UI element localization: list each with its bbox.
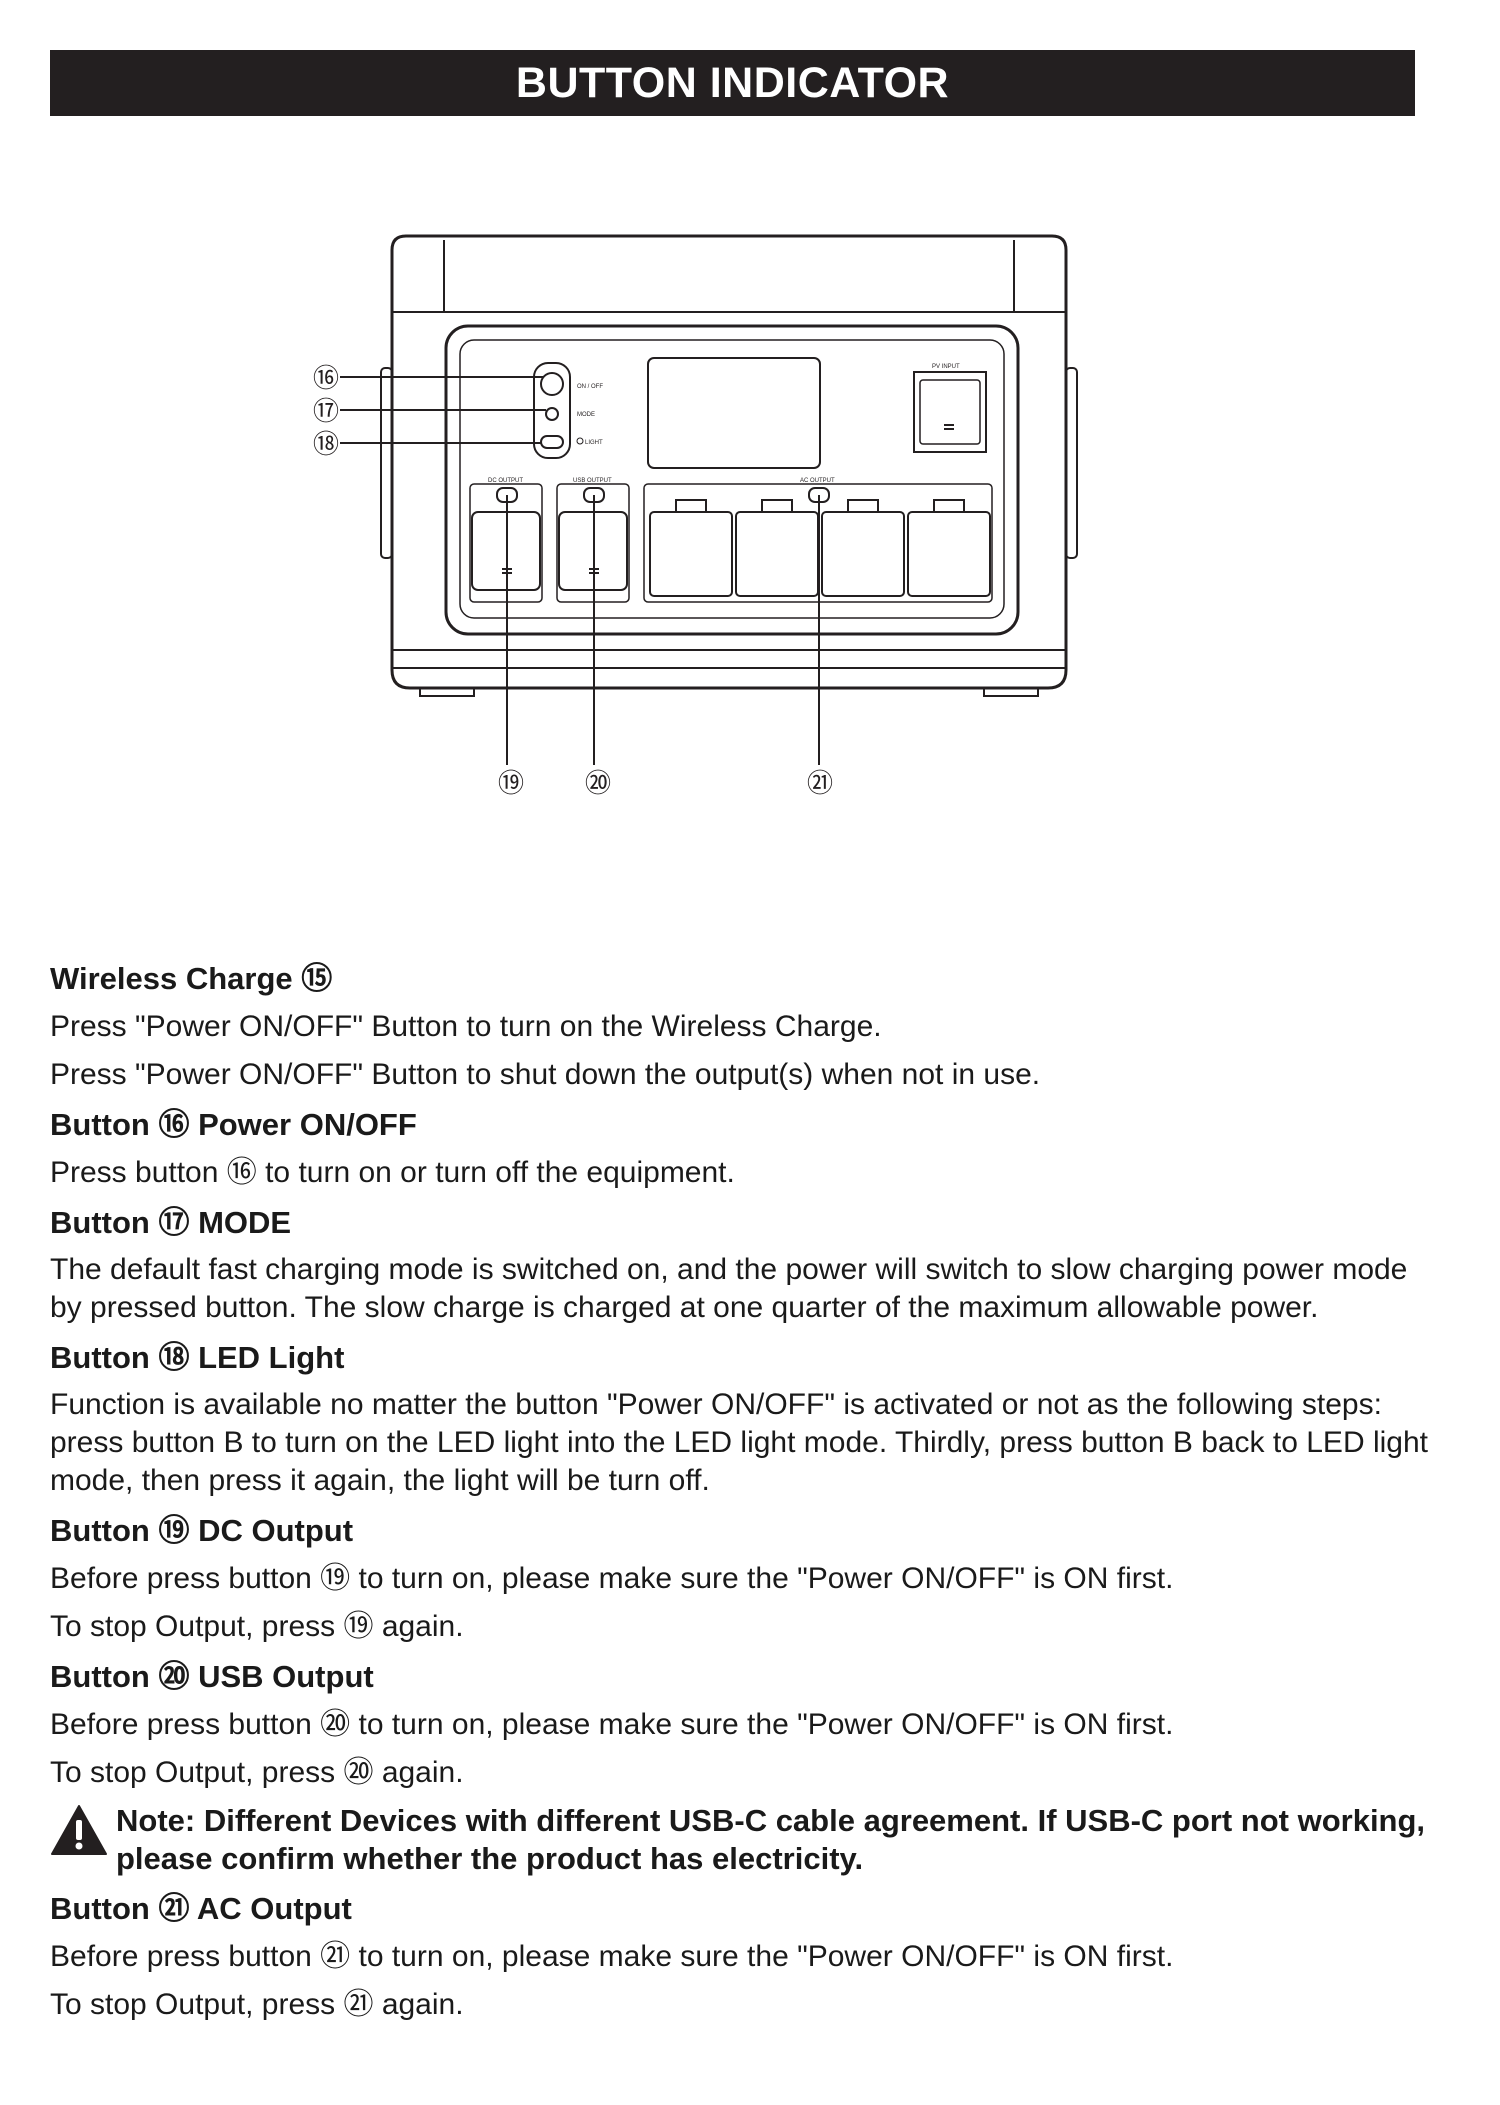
section-usb-output: Button ⑳ USB Output Before press button … xyxy=(50,1658,1440,1792)
section-paragraph: Function is available no matter the butt… xyxy=(50,1388,1428,1497)
section-line: Press button ⑯ to turn on or turn off th… xyxy=(50,1156,735,1189)
section-wireless-charge: Wireless Charge ⑮ Press "Power ON/OFF" B… xyxy=(50,960,1440,1094)
section-title: Button ⑳ USB Output xyxy=(50,1659,374,1694)
section-line: Press "Power ON/OFF" Button to shut down… xyxy=(50,1058,1041,1091)
usb-c-note: Note: Different Devices with different U… xyxy=(50,1802,1440,1878)
label-dc-output: DC OUTPUT xyxy=(488,478,523,484)
section-title: Button ⑱ LED Light xyxy=(50,1340,345,1375)
callout-18: ⑱ xyxy=(313,430,339,460)
section-led-button: Button ⑱ LED Light Function is available… xyxy=(50,1339,1440,1500)
section-line: To stop Output, press ㉑ again. xyxy=(50,1988,464,2021)
section-power-button: Button ⑯ Power ON/OFF Press button ⑯ to … xyxy=(50,1106,1440,1192)
section-title: Button ⑯ Power ON/OFF xyxy=(50,1107,417,1142)
section-line: Press "Power ON/OFF" Button to turn on t… xyxy=(50,1010,882,1043)
callout-16: ⑯ xyxy=(313,364,339,394)
callout-17: ⑰ xyxy=(313,397,339,427)
section-title: Button ㉑ AC Output xyxy=(50,1891,352,1926)
section-line: Before press button ⑲ to turn on, please… xyxy=(50,1562,1174,1595)
label-usb-output: USB OUTPUT xyxy=(573,478,612,484)
label-light: LIGHT xyxy=(585,440,603,446)
section-line: To stop Output, press ⑳ again. xyxy=(50,1756,464,1789)
callout-21: ㉑ xyxy=(807,769,833,799)
label-mode: MODE xyxy=(577,412,595,418)
power-station-diagram: ON / OFF MODE LIGHT PV INPUT DC OUTPUT U… xyxy=(313,234,1078,799)
section-dc-output: Button ⑲ DC Output Before press button ⑲… xyxy=(50,1512,1440,1646)
page-title: BUTTON INDICATOR xyxy=(50,50,1415,116)
callout-20: ⑳ xyxy=(585,769,611,799)
section-title: Wireless Charge ⑮ xyxy=(50,961,333,996)
section-title: Button ⑰ MODE xyxy=(50,1205,292,1240)
note-text: Note: Different Devices with different U… xyxy=(116,1803,1426,1876)
label-pv-input: PV INPUT xyxy=(932,364,960,370)
section-line: Before press button ㉑ to turn on, please… xyxy=(50,1940,1174,1973)
instructions: Wireless Charge ⑮ Press "Power ON/OFF" B… xyxy=(50,960,1440,2024)
label-ac-output: AC OUTPUT xyxy=(800,478,835,484)
section-title: Button ⑲ DC Output xyxy=(50,1513,354,1548)
section-paragraph: The default fast charging mode is switch… xyxy=(50,1253,1408,1324)
section-line: Before press button ⑳ to turn on, please… xyxy=(50,1708,1174,1741)
section-line: To stop Output, press ⑲ again. xyxy=(50,1610,464,1643)
section-mode-button: Button ⑰ MODE The default fast charging … xyxy=(50,1204,1440,1327)
section-ac-output: Button ㉑ AC Output Before press button ㉑… xyxy=(50,1890,1440,2024)
warning-icon xyxy=(51,1805,107,1855)
label-on-off: ON / OFF xyxy=(577,384,603,390)
callout-19: ⑲ xyxy=(498,769,524,799)
